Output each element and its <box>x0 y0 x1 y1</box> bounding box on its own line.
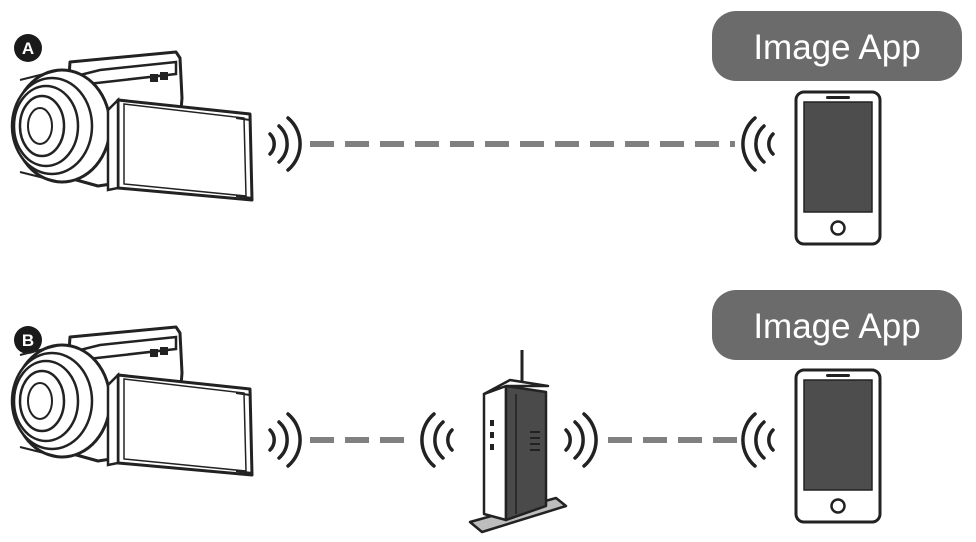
marker-b-label: B <box>22 331 34 350</box>
image-app-label: Image App <box>753 307 920 346</box>
row-b: B <box>10 290 962 534</box>
wireless-signal-icon <box>741 116 775 172</box>
marker-a-label: A <box>22 39 34 58</box>
camcorder-icon <box>10 50 254 202</box>
marker-b: B <box>14 326 42 354</box>
image-app-label: Image App <box>753 28 920 67</box>
wireless-signal-icon <box>420 412 454 468</box>
wireless-signal-icon <box>268 412 302 468</box>
smartphone-icon <box>794 90 882 246</box>
smartphone-icon <box>794 368 882 524</box>
wireless-signal-icon <box>268 116 302 172</box>
wireless-signal-icon <box>741 412 775 468</box>
row-a: A Image App <box>10 11 962 246</box>
wireless-router-icon <box>468 350 568 534</box>
image-app-badge: Image App <box>712 290 962 360</box>
wireless-signal-icon <box>564 412 598 468</box>
marker-a: A <box>14 34 42 62</box>
image-app-badge: Image App <box>712 11 962 81</box>
camcorder-icon <box>10 325 254 477</box>
